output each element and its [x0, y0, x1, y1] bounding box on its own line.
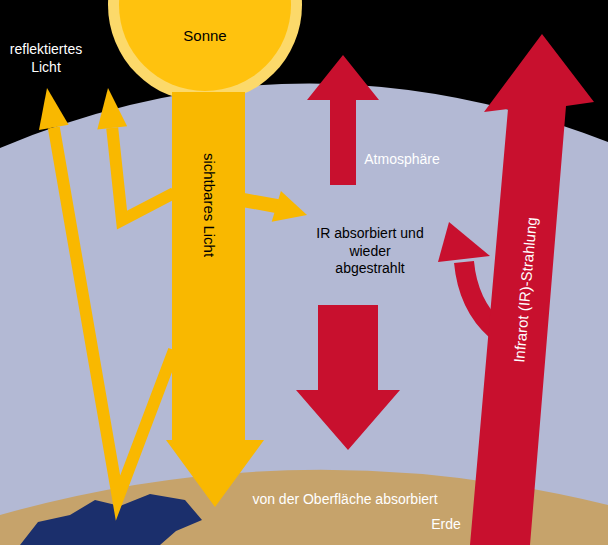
ir-down-arrow — [296, 305, 400, 450]
surface-label: von der Oberfläche absorbiert — [252, 491, 437, 509]
earth-node: von der Oberfläche absorbiertErde — [0, 440, 608, 545]
sun-label: Sonne — [183, 27, 226, 46]
atmosphere-label: Atmosphäre — [364, 151, 439, 169]
process-label: IR absorbiert und wieder abgestrahlt — [314, 225, 426, 278]
absorbed-ray — [243, 200, 282, 207]
reflected-ray — [112, 128, 174, 220]
sun-rim — [108, 0, 302, 102]
earth-label: Erde — [431, 516, 461, 534]
visible-light-label: sichtbares Licht — [200, 153, 219, 257]
visible-light-arrow — [166, 92, 264, 507]
reflected-light-label: reflektiertes Licht — [3, 41, 89, 76]
reflected-arrow-head — [39, 88, 69, 130]
reradiated-arrow-head — [438, 222, 490, 262]
sun-node: Sonne — [150, 0, 260, 100]
absorbed-arrow-head — [272, 191, 307, 222]
ir-radiation-arrow — [470, 34, 594, 545]
ocean — [20, 494, 202, 545]
sun-disc — [119, 0, 291, 91]
atmosphere-node: Atmosphäre IR absorbiert und wieder abges… — [0, 60, 608, 440]
reflected-ray — [54, 127, 174, 498]
reflected-arrow-head — [97, 88, 127, 129]
arrows — [39, 34, 594, 545]
ir-radiation-label: Infrarot (IR)-Strahlung — [510, 217, 541, 364]
